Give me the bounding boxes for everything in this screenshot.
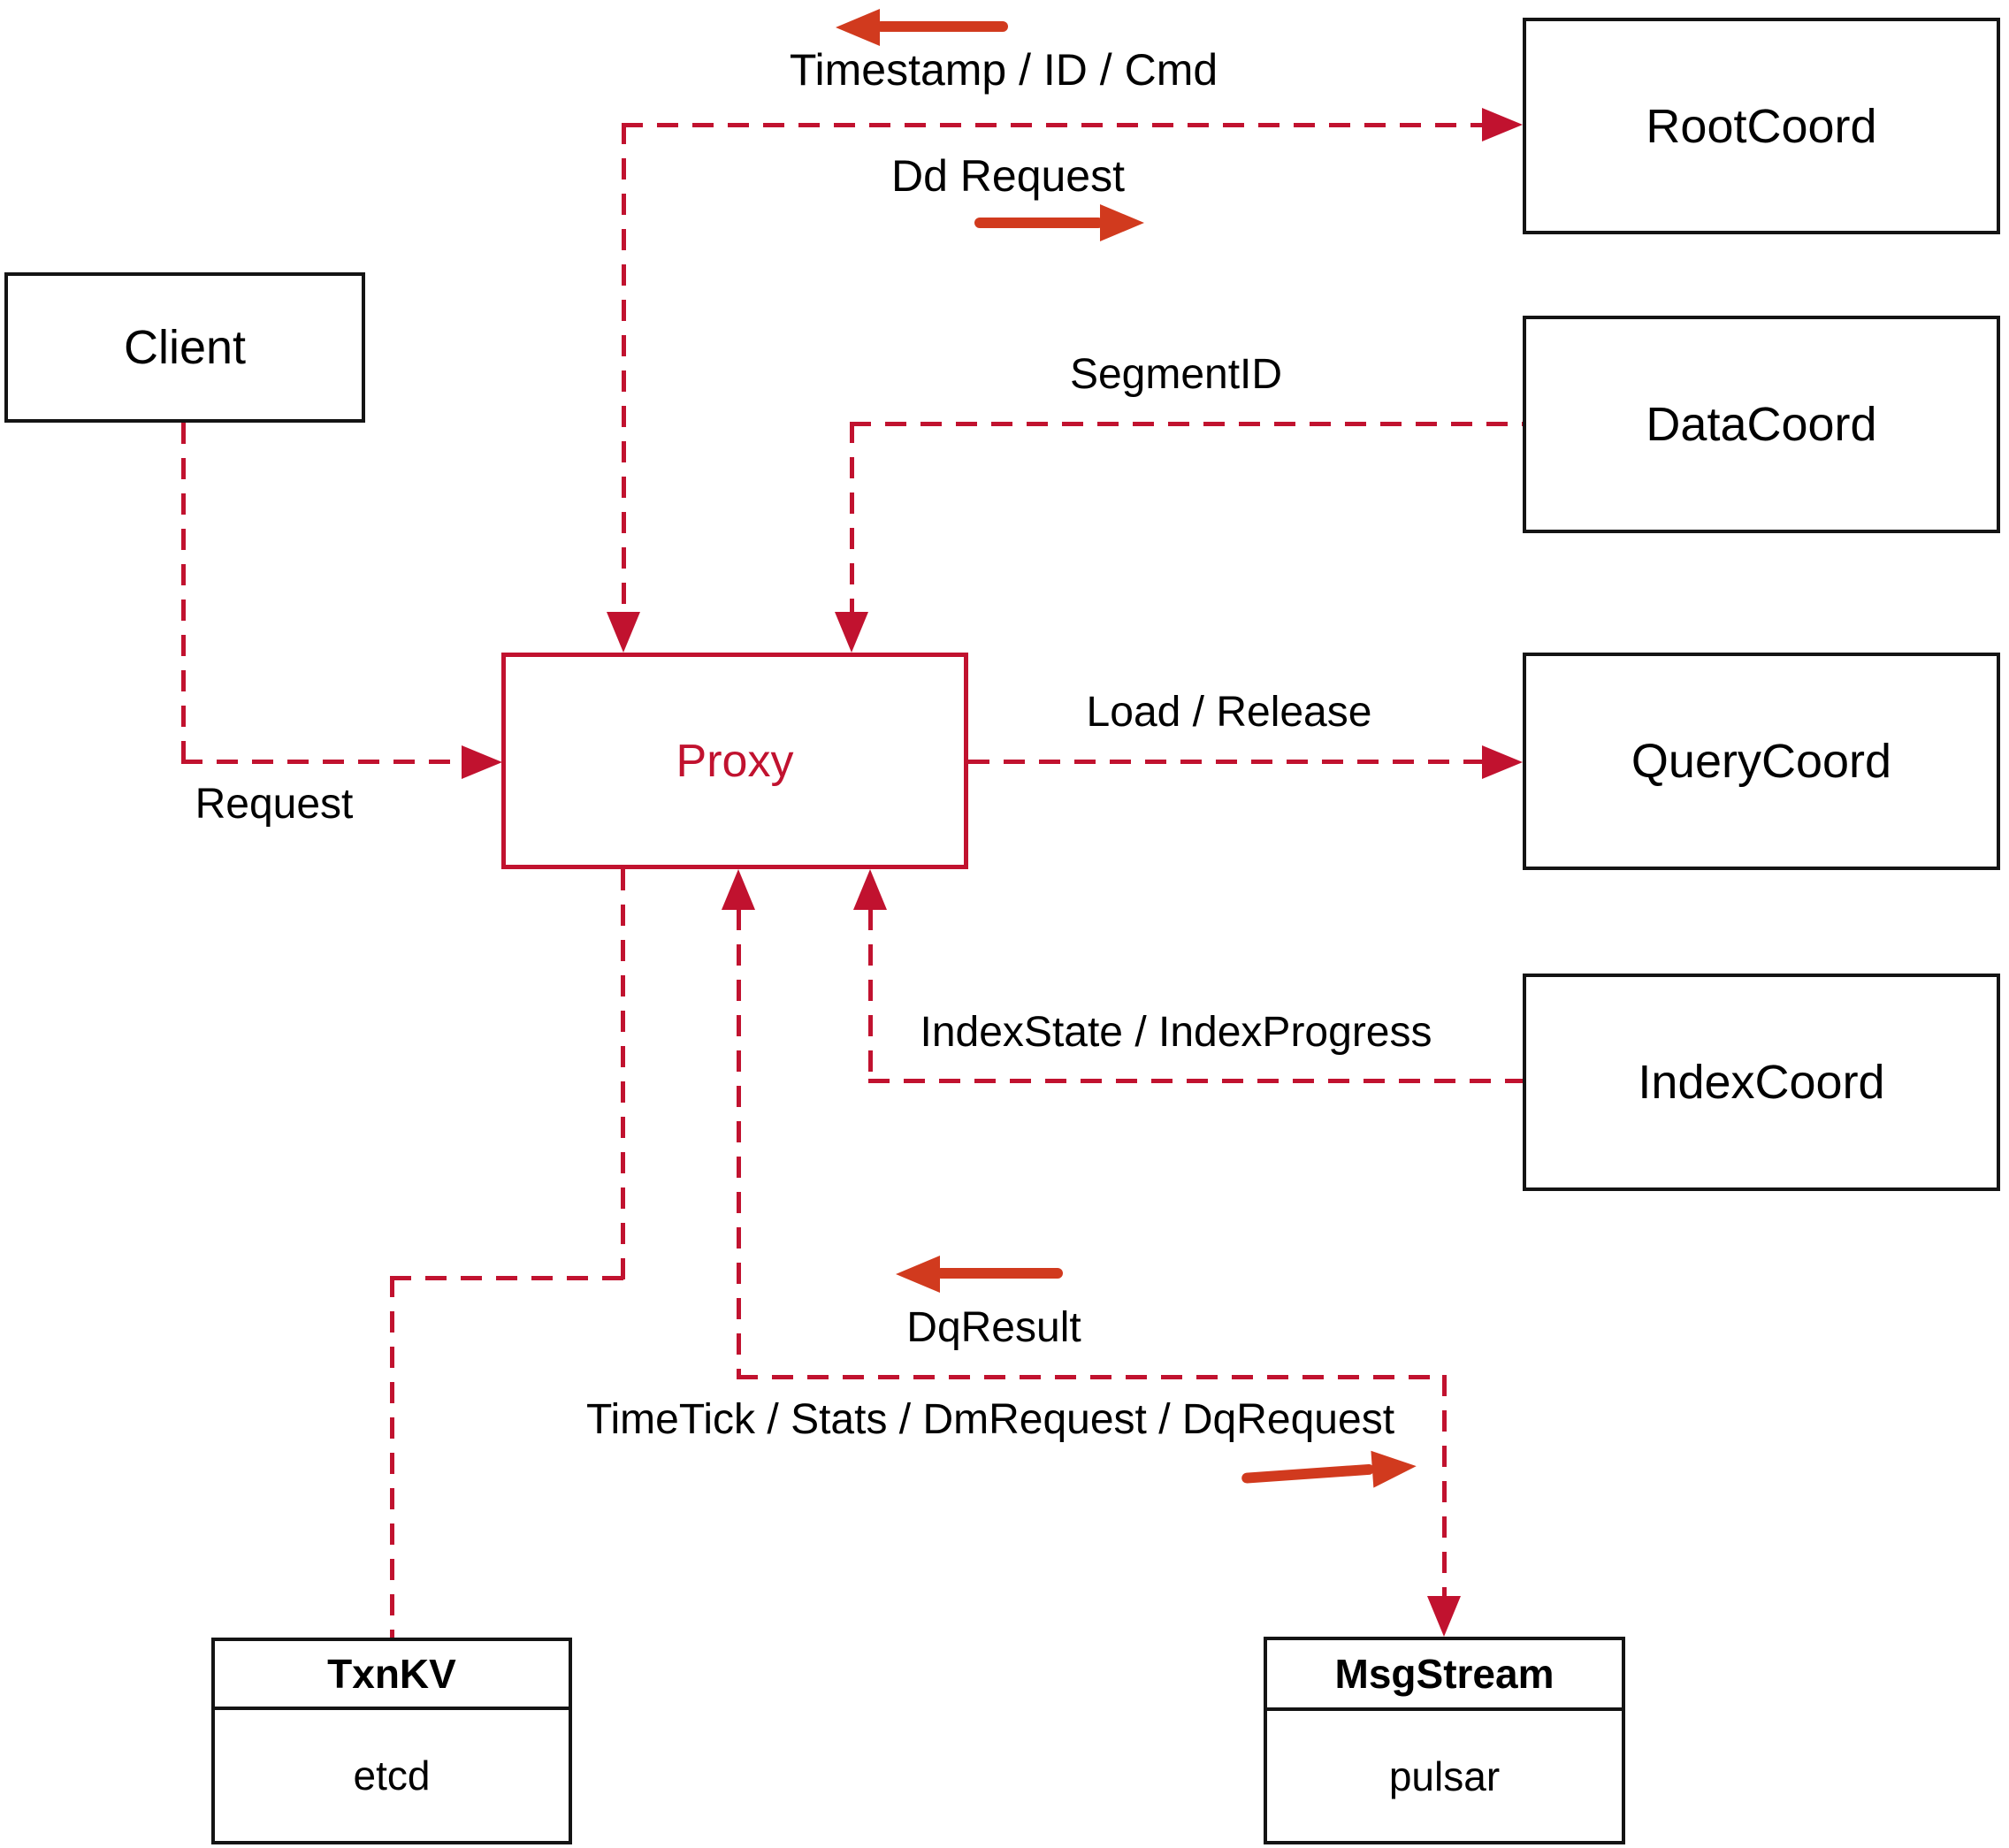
node-proxy-label: Proxy [676, 735, 794, 787]
node-rootcoord-label: RootCoord [1646, 99, 1877, 153]
edge-rootcoord-proxy-vertical [622, 123, 626, 615]
timetick-direction-arrow-icon [1371, 1447, 1418, 1488]
edge-label-indexstate: IndexState / IndexProgress [920, 1009, 1432, 1056]
node-msgstream-subtitle: pulsar [1388, 1753, 1501, 1799]
node-querycoord-label: QueryCoord [1631, 735, 1892, 788]
timestamp-direction-arrow-shaft [875, 21, 1008, 32]
edge-datacoord-proxy-horizontal [850, 422, 1523, 426]
edge-proxy-msgstream-vertical-2 [1442, 1375, 1447, 1596]
arrowhead-into-querycoord-icon [1482, 745, 1523, 779]
node-indexcoord: IndexCoord [1523, 974, 2000, 1191]
node-proxy: Proxy [501, 653, 968, 869]
dqresult-direction-arrow-shaft [936, 1268, 1063, 1279]
node-msgstream-title: MsgStream [1267, 1640, 1622, 1711]
arrowhead-into-msgstream-icon [1427, 1596, 1461, 1637]
node-datacoord-label: DataCoord [1646, 398, 1877, 451]
edge-indexcoord-proxy-vertical [868, 909, 873, 1082]
edge-datacoord-proxy-vertical [850, 422, 854, 615]
node-datacoord: DataCoord [1523, 316, 2000, 533]
edge-client-proxy-horizontal [181, 760, 462, 764]
node-txnkv-subtitle: etcd [353, 1753, 431, 1798]
edge-label-timetick: TimeTick / Stats / DmRequest / DqRequest [585, 1396, 1395, 1443]
timetick-direction-arrow [1240, 1444, 1419, 1501]
arrowhead-into-proxy-top-right-icon [835, 612, 868, 653]
arrowhead-into-proxy-bottom-right-icon [853, 869, 887, 910]
dqresult-direction-arrow-icon [896, 1256, 940, 1293]
node-client-label: Client [123, 321, 247, 374]
dd-request-direction-arrow-shaft [974, 218, 1104, 228]
node-querycoord: QueryCoord [1523, 653, 2000, 870]
node-txnkv: TxnKV etcd [211, 1638, 572, 1844]
edge-proxy-querycoord-horizontal [968, 760, 1482, 764]
edge-label-dd-request: Dd Request [890, 151, 1126, 201]
node-rootcoord: RootCoord [1523, 18, 2000, 234]
edge-label-load-release: Load / Release [1086, 689, 1372, 736]
node-indexcoord-label: IndexCoord [1638, 1056, 1885, 1109]
timestamp-direction-arrow-icon [836, 9, 880, 46]
dd-request-direction-arrow-icon [1100, 204, 1144, 241]
edge-label-request: Request [195, 781, 354, 828]
edge-proxy-txnkv-horizontal [390, 1276, 625, 1280]
edge-label-timestamp-id-cmd: Timestamp / ID / Cmd [789, 45, 1218, 95]
arrowhead-into-rootcoord-icon [1482, 108, 1523, 141]
edge-label-dqresult: DqResult [906, 1304, 1081, 1351]
arrowhead-into-proxy-bottom-left-icon [722, 869, 755, 910]
arrowhead-into-proxy-left-icon [462, 745, 502, 779]
edge-label-segmentid: SegmentID [1069, 351, 1283, 398]
node-client: Client [4, 272, 365, 423]
edge-indexcoord-proxy-horizontal [868, 1079, 1523, 1083]
timetick-direction-arrow-shaft [1241, 1463, 1375, 1484]
arrowhead-into-proxy-top-left-icon [607, 612, 640, 653]
node-msgstream: MsgStream pulsar [1264, 1637, 1625, 1844]
edge-rootcoord-proxy-horizontal [622, 123, 1483, 127]
edge-proxy-msgstream-horizontal [737, 1375, 1447, 1379]
edge-proxy-txnkv-vertical-2 [390, 1276, 394, 1638]
edge-proxy-txnkv-vertical-1 [621, 869, 625, 1279]
edge-proxy-msgstream-vertical-1 [737, 909, 741, 1378]
node-txnkv-title: TxnKV [215, 1641, 569, 1710]
edge-client-proxy-vertical [181, 423, 186, 762]
